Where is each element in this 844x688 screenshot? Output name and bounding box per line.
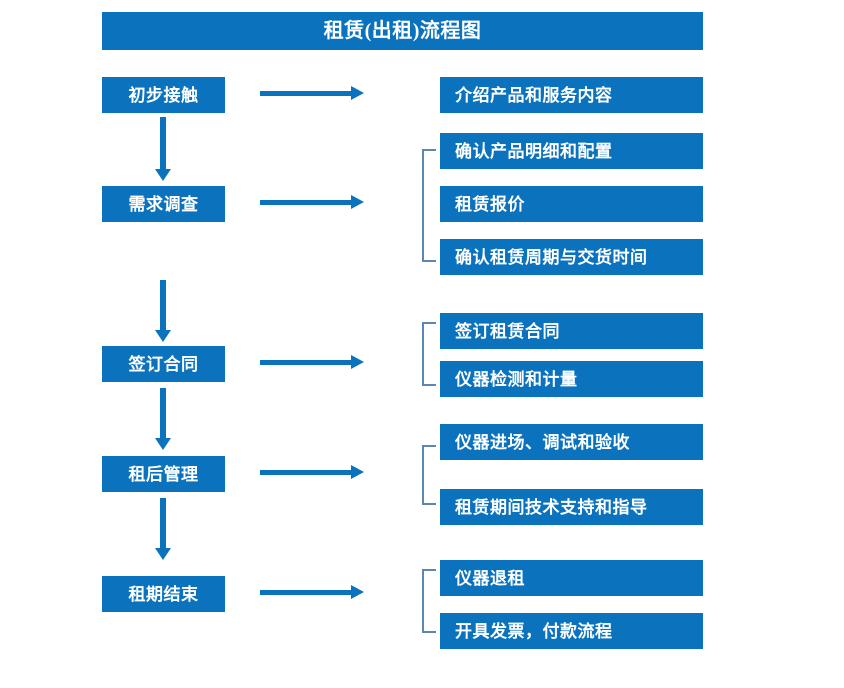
arrow-right-3 bbox=[260, 355, 364, 369]
group-bracket-5 bbox=[422, 569, 436, 633]
detail-box-3-1[interactable]: 签订租赁合同 bbox=[440, 313, 703, 349]
stage-box-1[interactable]: 初步接触 bbox=[102, 77, 225, 113]
arrow-shaft bbox=[160, 498, 166, 548]
detail-box-2-2[interactable]: 租赁报价 bbox=[440, 186, 703, 222]
group-bracket-2 bbox=[422, 149, 436, 262]
arrow-shaft bbox=[260, 590, 352, 595]
arrow-head bbox=[155, 438, 171, 450]
arrow-shaft bbox=[260, 200, 352, 205]
stage-box-3[interactable]: 签订合同 bbox=[102, 346, 225, 382]
arrow-down-3 bbox=[155, 388, 171, 450]
arrow-right-4 bbox=[260, 465, 364, 479]
arrow-head bbox=[155, 330, 171, 342]
group-bracket-3 bbox=[422, 322, 436, 386]
arrow-shaft bbox=[260, 470, 352, 475]
stage-box-5[interactable]: 租期结束 bbox=[102, 576, 225, 612]
group-bracket-4 bbox=[422, 445, 436, 505]
arrow-head bbox=[351, 355, 364, 369]
arrow-head bbox=[351, 195, 364, 209]
detail-box-1-1[interactable]: 介绍产品和服务内容 bbox=[440, 77, 703, 113]
detail-box-4-1[interactable]: 仪器进场、调试和验收 bbox=[440, 424, 703, 460]
arrow-shaft bbox=[260, 91, 352, 96]
arrow-shaft bbox=[160, 280, 166, 330]
detail-box-3-2[interactable]: 仪器检测和计量 bbox=[440, 361, 703, 397]
arrow-down-4 bbox=[155, 498, 171, 560]
arrow-shaft bbox=[260, 360, 352, 365]
detail-box-2-1[interactable]: 确认产品明细和配置 bbox=[440, 133, 703, 169]
stage-box-4[interactable]: 租后管理 bbox=[102, 456, 225, 492]
arrow-head bbox=[351, 465, 364, 479]
arrow-down-1 bbox=[155, 117, 171, 181]
arrow-head bbox=[155, 548, 171, 560]
detail-box-5-1[interactable]: 仪器退租 bbox=[440, 560, 703, 596]
diagram-title: 租赁(出租)流程图 bbox=[102, 12, 703, 50]
detail-box-2-3[interactable]: 确认租赁周期与交货时间 bbox=[440, 239, 703, 275]
stage-box-2[interactable]: 需求调查 bbox=[102, 186, 225, 222]
detail-box-5-2[interactable]: 开具发票，付款流程 bbox=[440, 613, 703, 649]
detail-box-4-2[interactable]: 租赁期间技术支持和指导 bbox=[440, 489, 703, 525]
arrow-head bbox=[351, 86, 364, 100]
arrow-down-2 bbox=[155, 280, 171, 342]
arrow-shaft bbox=[160, 388, 166, 438]
arrow-shaft bbox=[160, 117, 166, 169]
arrow-right-2 bbox=[260, 195, 364, 209]
arrow-right-1 bbox=[260, 86, 364, 100]
arrow-right-5 bbox=[260, 585, 364, 599]
arrow-head bbox=[155, 169, 171, 181]
arrow-head bbox=[351, 585, 364, 599]
